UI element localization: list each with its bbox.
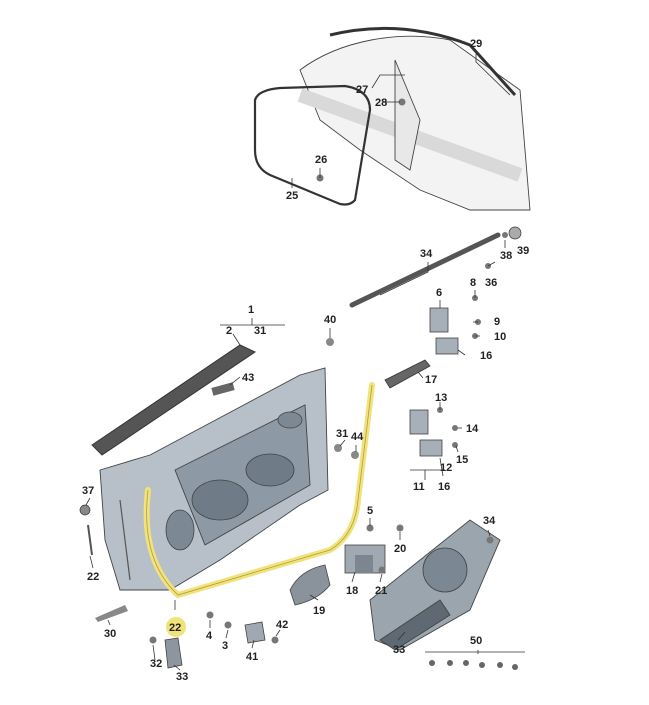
bracket-32 — [164, 637, 183, 669]
label-14: 14 — [466, 423, 479, 435]
label-39: 39 — [517, 245, 529, 257]
label-41: 41 — [246, 651, 258, 663]
label-1: 1 — [248, 304, 254, 316]
guide-rod — [349, 232, 501, 308]
clip-44 — [351, 451, 359, 459]
label-16a: 16 — [480, 350, 492, 362]
label-11: 11 — [413, 481, 425, 493]
label-6: 6 — [436, 287, 442, 299]
window-regulator — [369, 519, 501, 651]
label-13: 13 — [435, 392, 447, 404]
label-30: 30 — [104, 628, 116, 640]
label-15: 15 — [456, 454, 468, 466]
screw-34 — [486, 536, 494, 544]
window-seal-frame — [253, 84, 372, 206]
clip-37 — [79, 504, 91, 516]
label-36: 36 — [485, 277, 497, 289]
label-20: 20 — [394, 543, 406, 555]
lock-bracket — [344, 544, 386, 574]
door-shell — [99, 367, 329, 591]
lower-trim-piece — [95, 605, 128, 622]
label-50: 50 — [470, 635, 482, 647]
label-32: 33 — [176, 671, 188, 683]
part-labels: 29 27 28 26 25 34 39 38 36 8 6 9 10 16 1… — [82, 38, 529, 683]
screw-42 — [271, 636, 279, 644]
label-9: 9 — [494, 316, 500, 328]
screw-20 — [396, 524, 404, 532]
label-19: 19 — [313, 605, 325, 617]
label-17: 17 — [425, 374, 437, 386]
label-34: 34 — [483, 515, 496, 527]
fastener-set-50 — [425, 651, 525, 670]
label-2: 2 — [226, 325, 232, 337]
hinge-upper — [429, 307, 459, 355]
leader-lines — [85, 50, 511, 671]
label-5: 5 — [367, 505, 373, 517]
rod-23 — [87, 524, 93, 556]
screw-4 — [206, 611, 214, 619]
label-10: 10 — [494, 331, 506, 343]
label-18: 18 — [346, 585, 358, 597]
label-29: 29 — [470, 38, 482, 50]
label-25: 25 — [286, 190, 298, 202]
small-strip — [211, 382, 235, 396]
hinge-lower — [409, 409, 443, 457]
label-33: 33 — [393, 644, 405, 656]
label-37: 37 — [82, 485, 94, 497]
label-8: 8 — [470, 277, 476, 289]
label-35: 34 — [420, 248, 433, 260]
label-43: 43 — [242, 372, 254, 384]
screw-15 — [452, 442, 458, 448]
label-16b: 16 — [438, 481, 450, 493]
screw-28 — [398, 98, 406, 106]
label-31c: 32 — [150, 658, 162, 670]
car-body-frame — [297, 35, 531, 211]
screw-38 — [502, 232, 508, 238]
label-38: 38 — [500, 250, 512, 262]
door-check-strap — [384, 359, 431, 389]
label-31b: 31 — [336, 428, 348, 440]
label-42: 42 — [276, 619, 288, 631]
clip-40 — [326, 338, 334, 346]
label-22-highlight: 22 — [166, 617, 186, 637]
label-28: 28 — [375, 97, 387, 109]
label-23: 22 — [87, 571, 99, 583]
bracket-41 — [244, 621, 266, 644]
label-4: 4 — [206, 630, 213, 642]
screw-31c — [149, 636, 157, 644]
roof-seal-strip — [329, 26, 517, 97]
screw-21 — [378, 566, 386, 574]
label-21: 21 — [375, 585, 387, 597]
screw-3 — [224, 621, 232, 629]
clip-39 — [508, 226, 522, 240]
label-26: 26 — [315, 154, 327, 166]
label-12: 12 — [440, 462, 452, 474]
door-handle — [289, 564, 331, 606]
label-44: 44 — [351, 431, 364, 443]
screw-14 — [452, 425, 458, 431]
label-27: 27 — [356, 84, 368, 96]
label-3: 3 — [222, 640, 228, 652]
door-trim-strip — [91, 344, 257, 456]
label-31a: 31 — [254, 325, 266, 337]
label-22: 22 — [169, 622, 181, 634]
label-40: 40 — [324, 314, 336, 326]
screw-5 — [366, 524, 374, 532]
